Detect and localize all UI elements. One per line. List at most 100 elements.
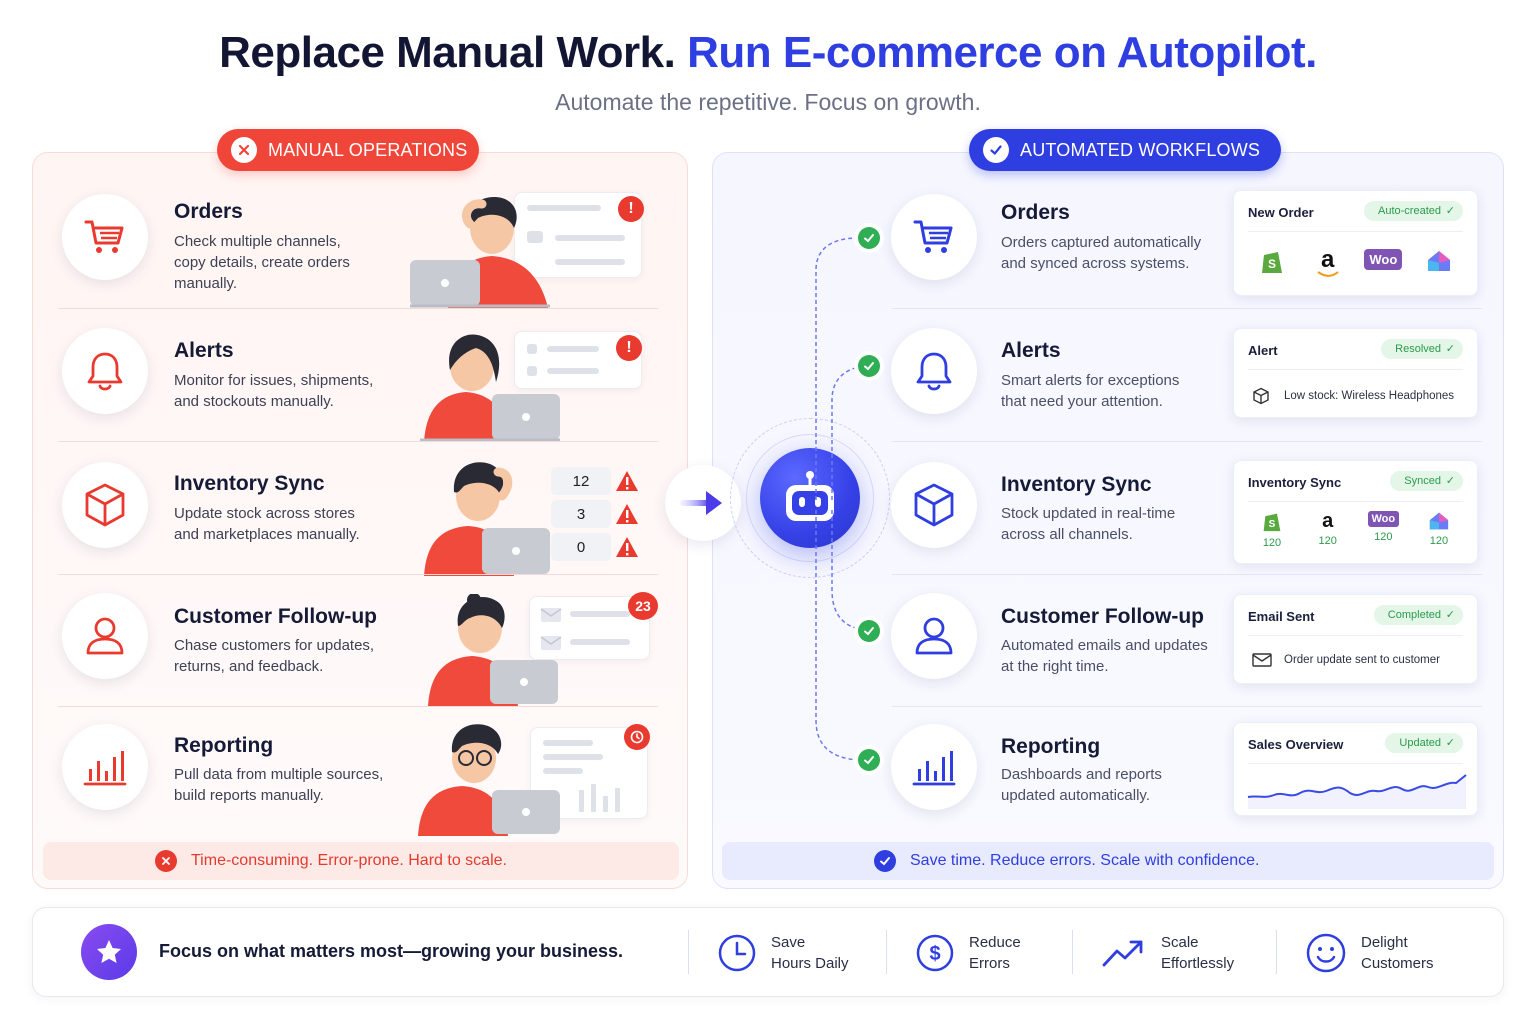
svg-text:S: S xyxy=(1268,257,1276,271)
dollar-icon: $ xyxy=(916,934,954,972)
card-title: Email Sent xyxy=(1248,609,1315,624)
channel-logos: S a Woo xyxy=(1248,248,1463,277)
cart-icon xyxy=(891,194,977,280)
stock-count: 0 xyxy=(551,533,611,561)
desc-line: returns, and feedback. xyxy=(174,658,324,675)
desc-line: Monitor for issues, shipments, xyxy=(174,372,374,389)
success-check-icon xyxy=(858,355,880,377)
new-order-card: New Order Auto-created✓ S a Woo xyxy=(1233,190,1478,296)
store-house-icon xyxy=(1415,249,1463,277)
auto-alerts-desc: Smart alerts for exceptions that need yo… xyxy=(1001,370,1179,412)
desc-line: build reports manually. xyxy=(174,787,324,804)
box-icon xyxy=(891,462,977,548)
row-divider xyxy=(892,706,1482,707)
row-divider xyxy=(58,706,658,707)
email-line: Order update sent to customer xyxy=(1252,653,1440,667)
status-text: Completed xyxy=(1387,609,1441,621)
row-divider xyxy=(892,308,1482,309)
stock-value: 120 xyxy=(1374,531,1393,543)
workflow-connectors xyxy=(815,237,867,761)
email-sent-card: Email Sent Completed✓ Order update sent … xyxy=(1233,594,1478,684)
desc-line: and stockouts manually. xyxy=(174,393,334,410)
status-badge: Resolved✓ xyxy=(1381,339,1463,359)
benefit-line: Reduce xyxy=(969,934,1021,951)
status-text: Updated xyxy=(1399,737,1441,749)
title-part-1: Replace Manual Work. xyxy=(219,28,676,77)
bell-icon xyxy=(62,328,148,414)
auto-alerts-title: Alerts xyxy=(1001,339,1061,362)
svg-text:S: S xyxy=(1269,519,1276,530)
manual-followup-title: Customer Follow-up xyxy=(174,605,377,628)
automated-summary-banner: Save time. Reduce errors. Scale with con… xyxy=(722,842,1494,880)
unread-count-badge: 23 xyxy=(628,592,658,620)
stock-value: 120 xyxy=(1262,537,1282,549)
desc-line: updated automatically. xyxy=(1001,787,1150,804)
close-icon xyxy=(231,137,257,163)
success-check-icon xyxy=(858,749,880,771)
desc-line: Chase customers for updates, xyxy=(174,637,375,654)
title-part-2: Run E-commerce on Autopilot. xyxy=(687,28,1317,77)
manual-badge-label: MANUAL OPERATIONS xyxy=(268,139,468,160)
manual-reporting-title: Reporting xyxy=(174,734,274,757)
status-badge: Completed✓ xyxy=(1373,605,1463,625)
warning-icon xyxy=(616,471,638,491)
auto-inventory-desc: Stock updated in real-time across all ch… xyxy=(1001,503,1175,545)
stock-value: 120 xyxy=(1318,535,1337,547)
stock-value: 120 xyxy=(1429,535,1449,547)
benefit-line: Errors xyxy=(969,955,1010,972)
clock-icon xyxy=(718,934,756,972)
benefit-line: Effortlessly xyxy=(1161,955,1235,972)
automated-workflows-badge: AUTOMATED WORKFLOWS xyxy=(969,129,1281,171)
desc-line: Dashboards and reports xyxy=(1001,766,1162,783)
desc-line: copy details, create orders xyxy=(174,254,350,271)
cart-icon xyxy=(62,194,148,280)
store-house-icon: 120 xyxy=(1415,511,1463,549)
manual-alerts-title: Alerts xyxy=(174,339,234,362)
alert-line: Low stock: Wireless Headphones xyxy=(1252,387,1454,405)
hub-outer-ring xyxy=(730,418,890,578)
automation-bot-hub xyxy=(760,448,860,548)
desc-line: and synced across systems. xyxy=(1001,255,1190,272)
manual-inventory-desc: Update stock across stores and marketpla… xyxy=(174,503,360,545)
row-divider xyxy=(892,441,1482,442)
status-text: Auto-created xyxy=(1378,205,1441,217)
alert-text: Low stock: Wireless Headphones xyxy=(1284,390,1455,402)
warning-icon xyxy=(616,537,638,557)
manual-orders-desc: Check multiple channels, copy details, c… xyxy=(174,231,350,294)
manual-orders-title: Orders xyxy=(174,200,243,223)
manual-operations-badge: MANUAL OPERATIONS xyxy=(217,129,479,171)
stressed-person-illustration xyxy=(420,334,560,442)
close-icon xyxy=(155,850,177,872)
bell-icon xyxy=(891,328,977,414)
automated-badge-label: AUTOMATED WORKFLOWS xyxy=(1020,139,1261,160)
card-title: New Order xyxy=(1248,205,1314,220)
arrow-right-icon xyxy=(680,491,722,515)
auto-followup-title: Customer Follow-up xyxy=(1001,605,1204,628)
manual-alerts-desc: Monitor for issues, shipments, and stock… xyxy=(174,370,373,412)
robot-icon xyxy=(786,471,834,521)
row-divider xyxy=(58,574,658,575)
sales-sparkline xyxy=(1247,774,1467,809)
warning-icon xyxy=(616,504,638,524)
package-icon xyxy=(1253,387,1269,405)
stressed-person-illustration xyxy=(418,724,560,836)
row-divider xyxy=(58,308,658,309)
desc-line: that need your attention. xyxy=(1001,393,1163,410)
svg-text:$: $ xyxy=(929,943,940,965)
clock-alert-icon xyxy=(624,724,650,750)
benefit-line: Scale xyxy=(1161,934,1199,951)
desc-line: Automated emails and updates xyxy=(1001,637,1208,654)
status-badge: Auto-created✓ xyxy=(1364,201,1463,221)
desc-line: and marketplaces manually. xyxy=(174,526,360,543)
stock-count: 3 xyxy=(551,500,611,528)
stock-count: 12 xyxy=(551,467,611,495)
manual-followup-desc: Chase customers for updates, returns, an… xyxy=(174,635,374,677)
card-title: Inventory Sync xyxy=(1248,475,1342,490)
benefit-line: Delight xyxy=(1361,934,1408,951)
